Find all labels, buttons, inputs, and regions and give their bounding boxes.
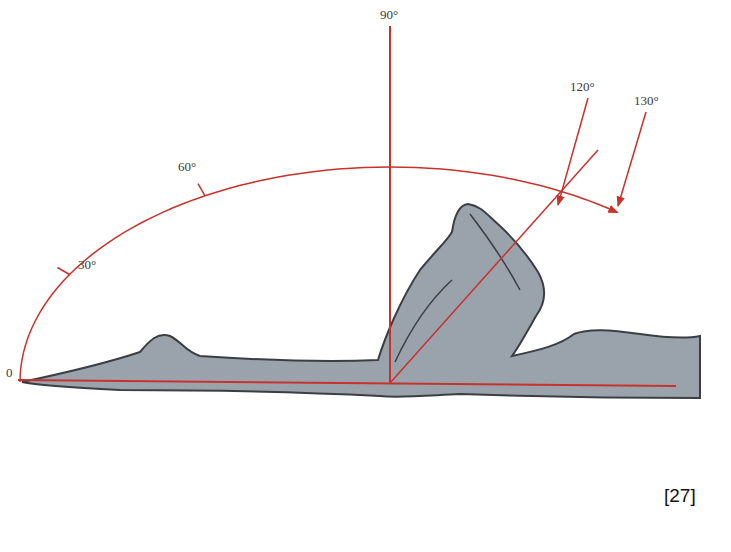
angle-label: 0	[6, 366, 13, 379]
leader-line	[22, 379, 26, 381]
angle-label: 130°	[634, 94, 659, 107]
limb-axis	[390, 150, 598, 383]
arc-ticks	[57, 184, 205, 275]
leader-line	[558, 98, 588, 205]
leader-line	[618, 112, 646, 206]
angle-arc	[20, 167, 618, 382]
vertical-axis	[389, 26, 391, 384]
angle-label: 60°	[178, 160, 196, 173]
citation-number: [27]	[664, 486, 696, 505]
angle-label: 120°	[570, 80, 595, 93]
arc-tick	[57, 268, 69, 275]
leg-contour	[395, 214, 520, 362]
angle-label: 30°	[78, 258, 96, 271]
arc-tick	[198, 184, 205, 196]
angle-label: 90°	[380, 8, 398, 21]
baseline	[18, 380, 676, 386]
